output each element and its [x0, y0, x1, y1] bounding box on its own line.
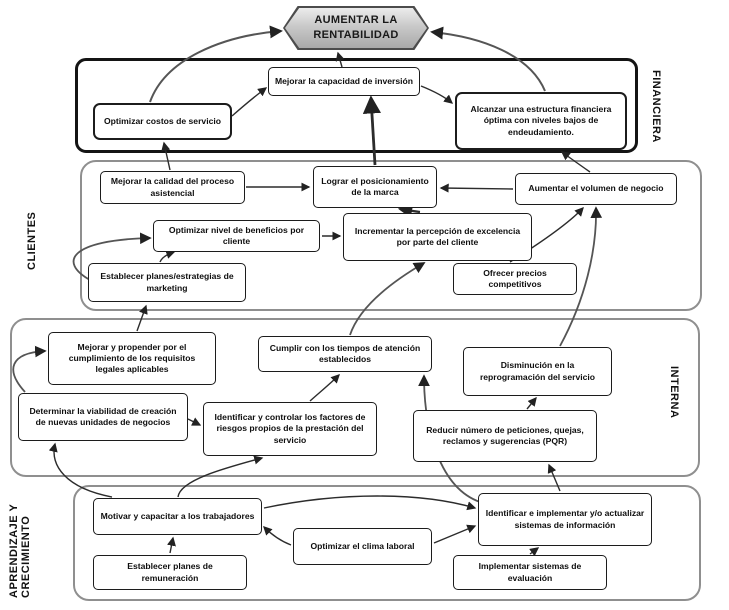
- node-beneficios-por-cliente: Optimizar nivel de beneficios por client…: [153, 220, 320, 252]
- node-viabilidad-nuevas-unidades: Determinar la viabilidad de creación de …: [18, 393, 188, 441]
- node-requisitos-legales: Mejorar y propender por el cumplimiento …: [48, 332, 216, 385]
- node-planes-remuneracion: Establecer planes de remuneración: [93, 555, 247, 590]
- band-aprendizaje: [73, 485, 701, 601]
- node-estructura-financiera: Alcanzar una estructura financiera óptim…: [455, 92, 627, 150]
- label-aprendizaje-line1: APRENDIZAJE Y: [8, 503, 20, 598]
- node-reducir-pqr: Reducir número de peticiones, quejas, re…: [413, 410, 597, 462]
- node-factores-riesgos: Identificar y controlar los factores de …: [203, 402, 377, 456]
- node-posicionamiento-marca: Lograr el posicionamiento de la marca: [313, 166, 437, 208]
- node-clima-laboral: Optimizar el clima laboral: [293, 528, 432, 565]
- label-interna: INTERNA: [668, 366, 680, 419]
- node-sistemas-informacion: Identificar e implementar y/o actualizar…: [478, 493, 652, 546]
- node-aumentar-volumen-negocio: Aumentar el volumen de negocio: [515, 173, 677, 205]
- node-percepcion-excelencia: Incrementar la percepción de excelencia …: [343, 213, 532, 261]
- band-financiera: [75, 58, 638, 153]
- label-financiera: FINANCIERA: [650, 70, 662, 143]
- node-optimizar-costos-servicio: Optimizar costos de servicio: [93, 103, 232, 140]
- goal-label: AUMENTAR LA RENTABILIDAD: [285, 8, 427, 48]
- goal-node: AUMENTAR LA RENTABILIDAD: [283, 6, 429, 50]
- node-precios-competitivos: Ofrecer precios competitivos: [453, 263, 577, 295]
- node-motivar-capacitar: Motivar y capacitar a los trabajadores: [93, 498, 262, 535]
- node-tiempos-atencion: Cumplir con los tiempos de atención esta…: [258, 336, 432, 372]
- node-calidad-proceso-asistencial: Mejorar la calidad del proceso asistenci…: [100, 171, 245, 204]
- node-sistemas-evaluacion: Implementar sistemas de evaluación: [453, 555, 607, 590]
- node-mejorar-capacidad-inversion: Mejorar la capacidad de inversión: [268, 67, 420, 96]
- label-clientes: CLIENTES: [26, 211, 38, 270]
- node-planes-estrategias-marketing: Establecer planes/estrategias de marketi…: [88, 263, 246, 302]
- label-aprendizaje-line2: CRECIMIENTO: [20, 515, 32, 598]
- label-aprendizaje: APRENDIZAJE Y CRECIMIENTO: [8, 478, 32, 598]
- node-disminucion-reprogramacion: Disminución en la reprogramación del ser…: [463, 347, 612, 396]
